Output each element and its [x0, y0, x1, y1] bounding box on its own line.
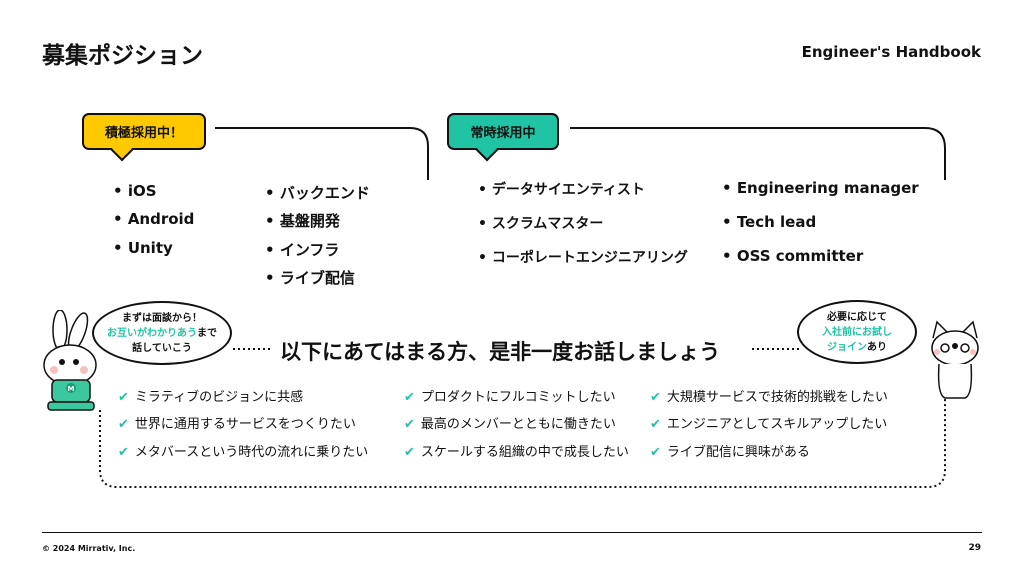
- position-item: バックエンド: [265, 182, 370, 203]
- section-heading: 以下にあてはまる方、是非一度お話しましょう: [280, 340, 721, 364]
- active-hiring-tag: 積極採用中！: [82, 113, 206, 150]
- check-icon: ✔: [404, 445, 415, 460]
- brand-label: Engineer's Handbook: [801, 43, 981, 61]
- check-item: ✔メタバースという時代の流れに乗りたい: [118, 445, 369, 460]
- always-hiring-label: 常時採用中: [470, 126, 536, 141]
- check-item: ✔大規模サービスで技術的挑戦をしたい: [650, 390, 888, 405]
- position-item: 基盤開発: [265, 210, 340, 231]
- position-item: Unity: [113, 239, 173, 257]
- copyright: © 2024 Mirrativ, Inc.: [42, 544, 136, 553]
- position-item: iOS: [113, 182, 157, 200]
- position-item: ライブ配信: [265, 267, 355, 288]
- check-item: ✔最高のメンバーとともに働きたい: [404, 417, 616, 432]
- position-item: Engineering manager: [722, 179, 919, 197]
- check-icon: ✔: [650, 445, 661, 460]
- position-item: スクラムマスター: [478, 213, 604, 233]
- mascot-badge: M: [68, 385, 75, 393]
- position-item: データサイエンティスト: [478, 179, 645, 199]
- rabbit-mascot-icon: M: [43, 310, 97, 411]
- check-item: ✔スケールする組織の中で成長したい: [404, 445, 629, 460]
- check-item: ✔プロダクトにフルコミットしたい: [404, 390, 616, 405]
- check-icon: ✔: [118, 445, 129, 460]
- position-item: コーポレートエンジニアリング: [478, 247, 688, 267]
- check-icon: ✔: [404, 417, 415, 432]
- page-number: 29: [968, 543, 981, 553]
- position-item: インフラ: [265, 239, 340, 260]
- position-item: Tech lead: [722, 213, 816, 231]
- left-speech-bubble: まずは面談から！ お互いがわかりあうまで 話していこう: [92, 301, 232, 365]
- position-item: OSS committer: [722, 247, 863, 265]
- check-icon: ✔: [650, 417, 661, 432]
- check-icon: ✔: [118, 390, 129, 405]
- check-item: ✔世界に通用するサービスをつくりたい: [118, 417, 356, 432]
- right-speech-bubble: 必要に応じて 入社前にお試し ジョインあり: [797, 300, 917, 364]
- footer-divider: [42, 532, 982, 533]
- check-icon: ✔: [650, 390, 661, 405]
- check-icon: ✔: [404, 390, 415, 405]
- check-item: ✔ライブ配信に興味がある: [650, 445, 810, 460]
- active-hiring-label: 積極採用中！: [104, 126, 183, 141]
- position-item: Android: [113, 210, 195, 228]
- dog-mascot-icon: [931, 320, 979, 399]
- check-icon: ✔: [118, 417, 129, 432]
- check-item: ✔エンジニアとしてスキルアップしたい: [650, 417, 888, 432]
- page-title: 募集ポジション: [42, 43, 203, 69]
- always-hiring-tag: 常時採用中: [447, 113, 559, 150]
- check-item: ✔ミラティブのビジョンに共感: [118, 390, 304, 405]
